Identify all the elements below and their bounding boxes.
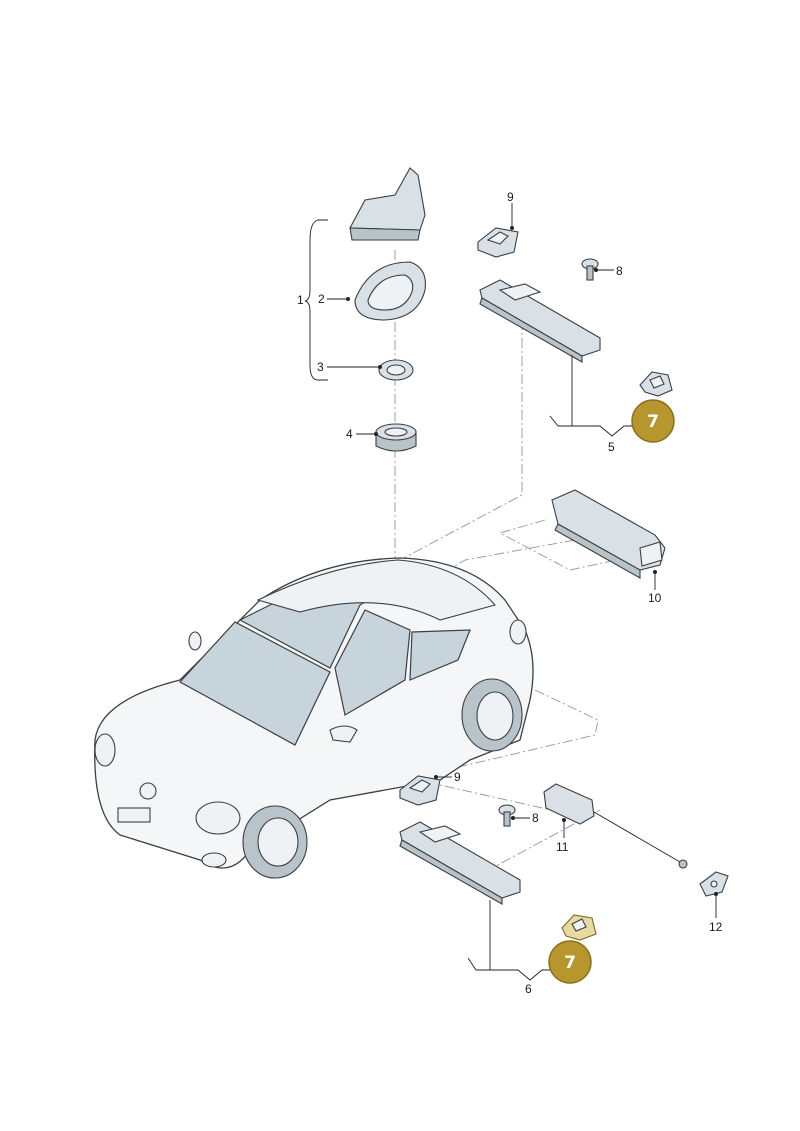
control-unit bbox=[551, 489, 666, 579]
callout-4: 4 bbox=[346, 427, 353, 441]
callout-2: 2 bbox=[318, 292, 325, 306]
antenna-nut bbox=[375, 423, 417, 452]
retainer-lower bbox=[561, 914, 597, 941]
badge-label: 7 bbox=[647, 412, 659, 432]
mounting-bracket bbox=[699, 871, 729, 897]
roof-antenna-housing bbox=[349, 167, 426, 241]
seal-ring bbox=[378, 359, 414, 381]
antenna-module-lower bbox=[399, 821, 521, 905]
callout-3: 3 bbox=[317, 360, 324, 374]
screw-lower bbox=[498, 804, 516, 827]
callout-6: 6 bbox=[525, 982, 532, 996]
callout-labels: 1 2 3 4 9 8 5 10 9 8 11 12 6 bbox=[297, 190, 723, 996]
badge-circle bbox=[548, 940, 592, 984]
antenna-cable bbox=[543, 783, 688, 869]
badge-7-upper: 7 bbox=[631, 399, 675, 443]
badge-7-lower: 7 bbox=[548, 940, 592, 984]
callout-9-upper: 9 bbox=[507, 190, 514, 204]
callout-10: 10 bbox=[648, 591, 662, 605]
retainer-upper bbox=[639, 371, 673, 397]
car-illustration bbox=[94, 557, 534, 879]
callout-1: 1 bbox=[297, 293, 304, 307]
badge-circle bbox=[631, 399, 675, 443]
callout-8-upper: 8 bbox=[616, 264, 623, 278]
callout-11: 11 bbox=[556, 840, 569, 854]
clip-upper bbox=[477, 227, 519, 258]
callout-12: 12 bbox=[709, 920, 723, 934]
callout-9-lower: 9 bbox=[454, 770, 461, 784]
badge-label: 7 bbox=[564, 953, 576, 973]
clip-lower bbox=[399, 775, 441, 806]
callout-5: 5 bbox=[608, 440, 615, 454]
screw-upper bbox=[581, 258, 599, 281]
callout-8-lower: 8 bbox=[532, 811, 539, 825]
leader-lines bbox=[327, 203, 718, 981]
antenna-module-upper bbox=[479, 279, 601, 363]
antenna-gasket bbox=[354, 261, 426, 321]
group-bracket-1 bbox=[304, 219, 328, 381]
